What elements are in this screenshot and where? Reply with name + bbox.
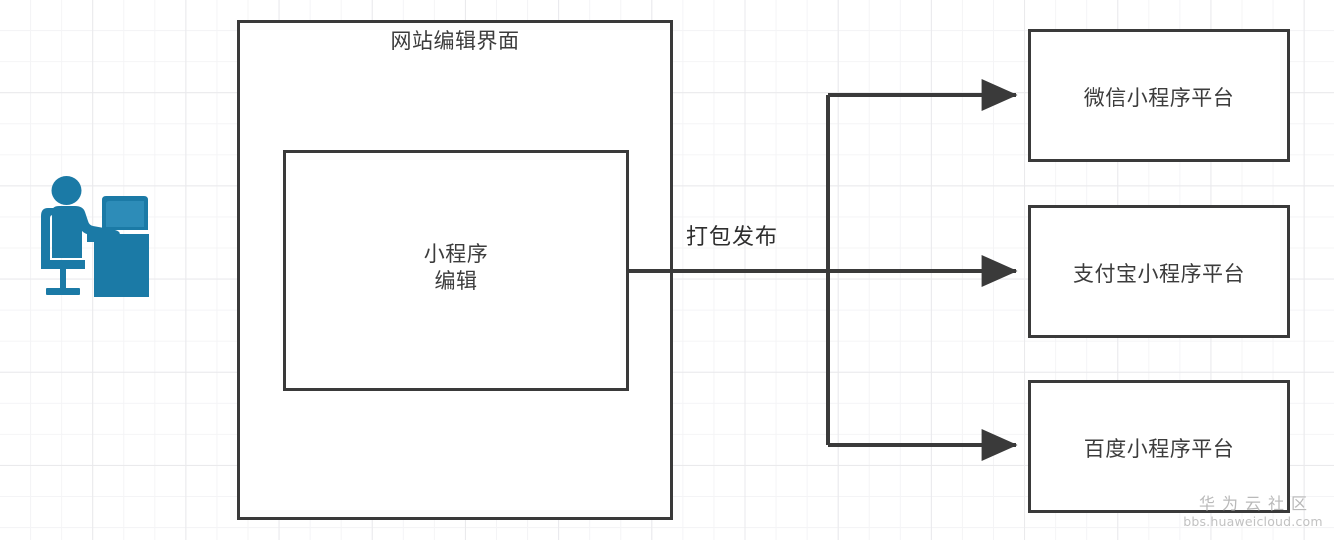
platform-label-wechat: 微信小程序平台 — [1083, 86, 1235, 110]
platform-label-baidu: 百度小程序平台 — [1083, 437, 1235, 461]
platform-box-alipay[interactable] — [1028, 205, 1290, 338]
platform-label-alipay: 支付宝小程序平台 — [1073, 262, 1245, 286]
platform-box-wechat[interactable] — [1028, 29, 1290, 162]
watermark-url: bbs.huaweicloud.com — [1183, 514, 1323, 530]
publish-arrow-label: 打包发布 — [686, 225, 779, 250]
miniprogram-edit-label: 小程序 编辑 — [423, 242, 489, 293]
miniprogram-edit-box[interactable] — [283, 150, 629, 391]
platform-box-baidu[interactable] — [1028, 380, 1290, 513]
website-editor-title: 网站编辑界面 — [390, 29, 520, 53]
person-at-desk-icon — [38, 172, 150, 298]
